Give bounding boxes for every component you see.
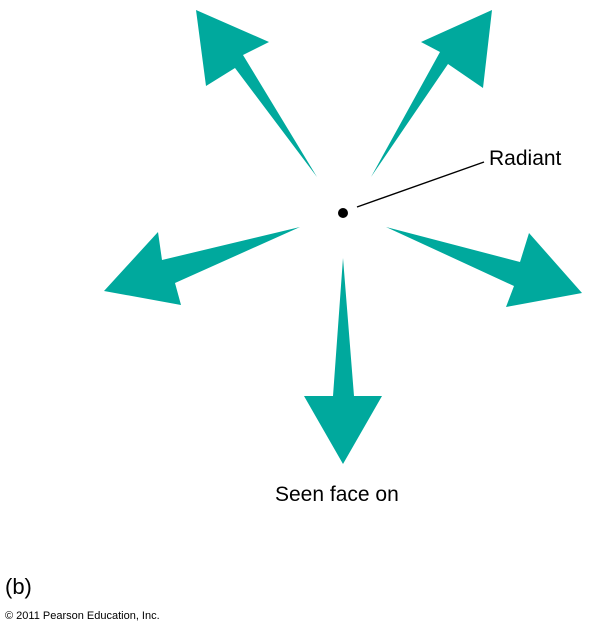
dot-icon (338, 208, 348, 218)
radiant-label: Radiant (489, 147, 562, 170)
panel-label: (b) (5, 574, 32, 599)
arrow-icon (196, 10, 317, 177)
arrow-icon (104, 227, 300, 305)
diagram-caption: Seen face on (275, 483, 399, 506)
radiant-leader-line (356, 161, 485, 208)
arrow-icon (304, 258, 382, 464)
arrow-icon (386, 227, 582, 307)
copyright-notice: © 2011 Pearson Education, Inc. (5, 610, 160, 622)
arrow-icon (371, 10, 492, 177)
